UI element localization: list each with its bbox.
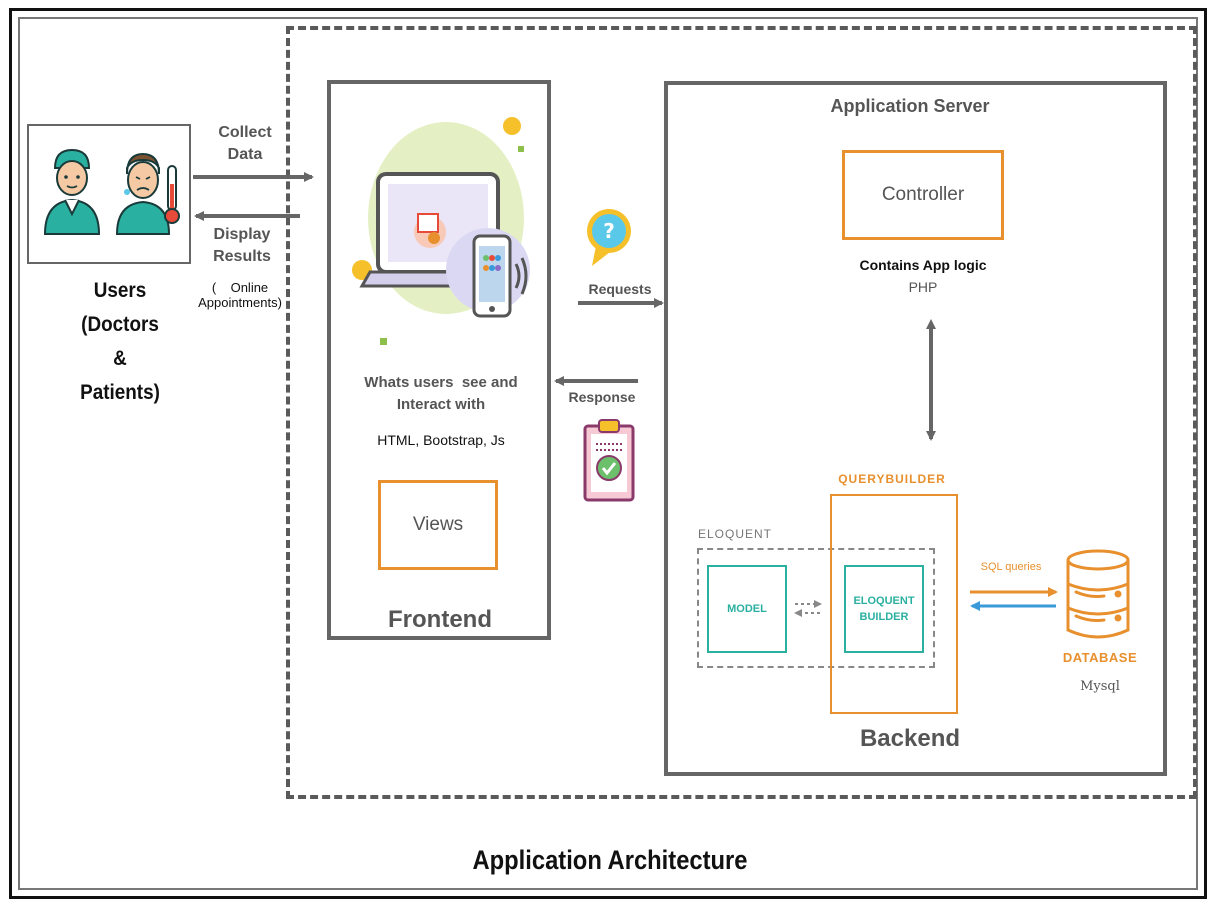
- collect-data-line: Data: [227, 146, 263, 163]
- response-label: Response: [568, 389, 636, 405]
- users-label-line: (Doctors: [81, 313, 159, 336]
- application-server-title: Application Server: [830, 96, 990, 116]
- frontend-description: Whats users see and Interact with: [346, 372, 536, 416]
- model-box: MODEL: [707, 565, 787, 653]
- sql-queries-label: SQL queries: [980, 561, 1042, 573]
- eloquent-label: ELOQUENT: [698, 527, 773, 541]
- users-label: Users (Doctors & Patients): [48, 274, 192, 410]
- eloquent-builder-line: ELOQUENT: [853, 595, 915, 607]
- eloquent-builder-line: BUILDER: [859, 611, 909, 623]
- online-appointments-line: Appointments): [198, 295, 282, 310]
- question-bubble-icon: ?: [587, 209, 631, 266]
- thermometer-icon: [164, 165, 180, 224]
- smartphone-icon: [472, 234, 528, 318]
- collect-data-label: Collect Data: [205, 122, 285, 166]
- requests-label: Requests: [588, 281, 652, 297]
- querybuilder-box: [830, 494, 958, 714]
- views-box: Views: [378, 480, 498, 570]
- display-results-line: Results: [213, 248, 271, 265]
- querybuilder-label: QUERYBUILDER: [838, 472, 946, 486]
- users-label-line: Users: [93, 279, 147, 302]
- controller-box: Controller: [842, 150, 1004, 240]
- display-results-line: Display: [213, 226, 271, 243]
- php-label: PHP: [908, 279, 938, 295]
- online-appointments-label: ( Online Appointments): [194, 280, 286, 310]
- system-boundary: [286, 26, 1197, 799]
- database-label: DATABASE: [1062, 650, 1138, 665]
- doctor-icon: [43, 148, 101, 235]
- backend-label: Backend: [859, 725, 961, 752]
- users-box: [27, 124, 191, 264]
- collect-data-line: Collect: [218, 124, 272, 141]
- clipboard-check-icon: [583, 419, 635, 502]
- database-icon: [1066, 549, 1130, 639]
- svg-text:?: ?: [603, 219, 615, 243]
- backend-box: [664, 81, 1167, 776]
- users-label-line: Patients): [80, 381, 160, 404]
- frontend-tech: HTML, Bootstrap, Js: [377, 432, 505, 448]
- eloquent-builder-box: ELOQUENT BUILDER: [844, 565, 924, 653]
- frontend-description-line: Interact with: [396, 396, 486, 413]
- eloquent-region: [697, 548, 935, 668]
- app-logic-label: Contains App logic: [859, 257, 987, 273]
- sick-patient-icon: [115, 152, 171, 235]
- users-label-line: &: [113, 347, 127, 370]
- frontend-label: Frontend: [388, 606, 492, 633]
- online-appointments-line: ( Online: [211, 280, 269, 295]
- display-results-label: Display Results: [200, 224, 284, 268]
- diagram-title: Application Architecture: [472, 845, 748, 875]
- frontend-description-line: Whats users see and: [364, 374, 518, 391]
- mysql-label: Mysql: [1080, 679, 1120, 694]
